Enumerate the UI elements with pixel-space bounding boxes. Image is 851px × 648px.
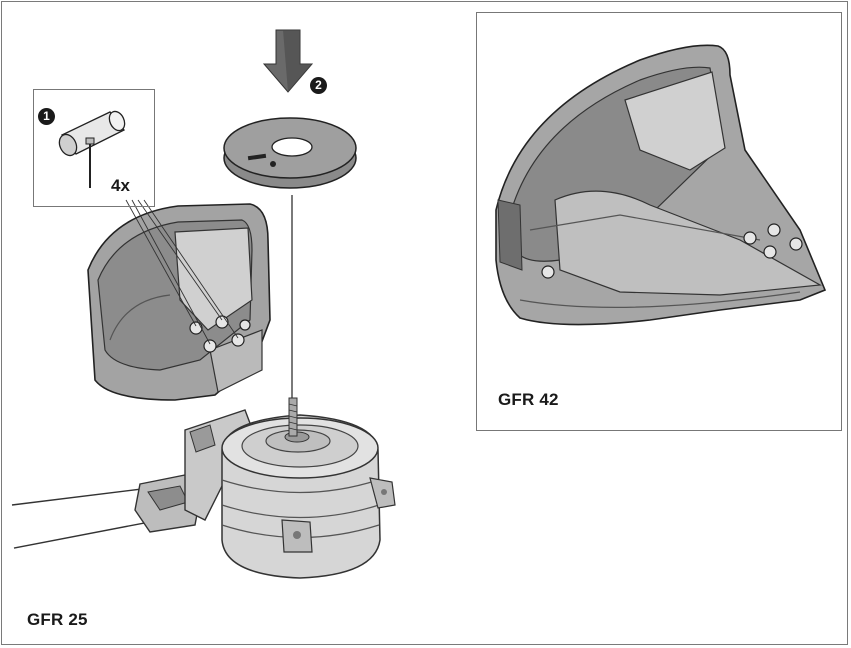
guard-gfr25 — [87, 199, 271, 401]
press-down-arrow-icon — [262, 29, 314, 93]
tool-inset-box — [33, 89, 155, 207]
spindle-thread — [288, 195, 298, 437]
trimmer-shaft — [11, 474, 201, 549]
socket-wrench-icon — [58, 110, 126, 188]
model-label-gfr42: GFR 42 — [498, 390, 559, 409]
step-one-badge: 1 — [38, 108, 55, 125]
model-label-gfr25: GFR 25 — [27, 610, 88, 629]
cover-disc — [223, 117, 357, 189]
guard-gfr42 — [495, 44, 827, 326]
quantity-label: 4x — [111, 176, 130, 195]
step-two-badge: 2 — [310, 77, 327, 94]
gfr42-inset-box — [476, 12, 842, 431]
motor-housing — [184, 409, 396, 579]
